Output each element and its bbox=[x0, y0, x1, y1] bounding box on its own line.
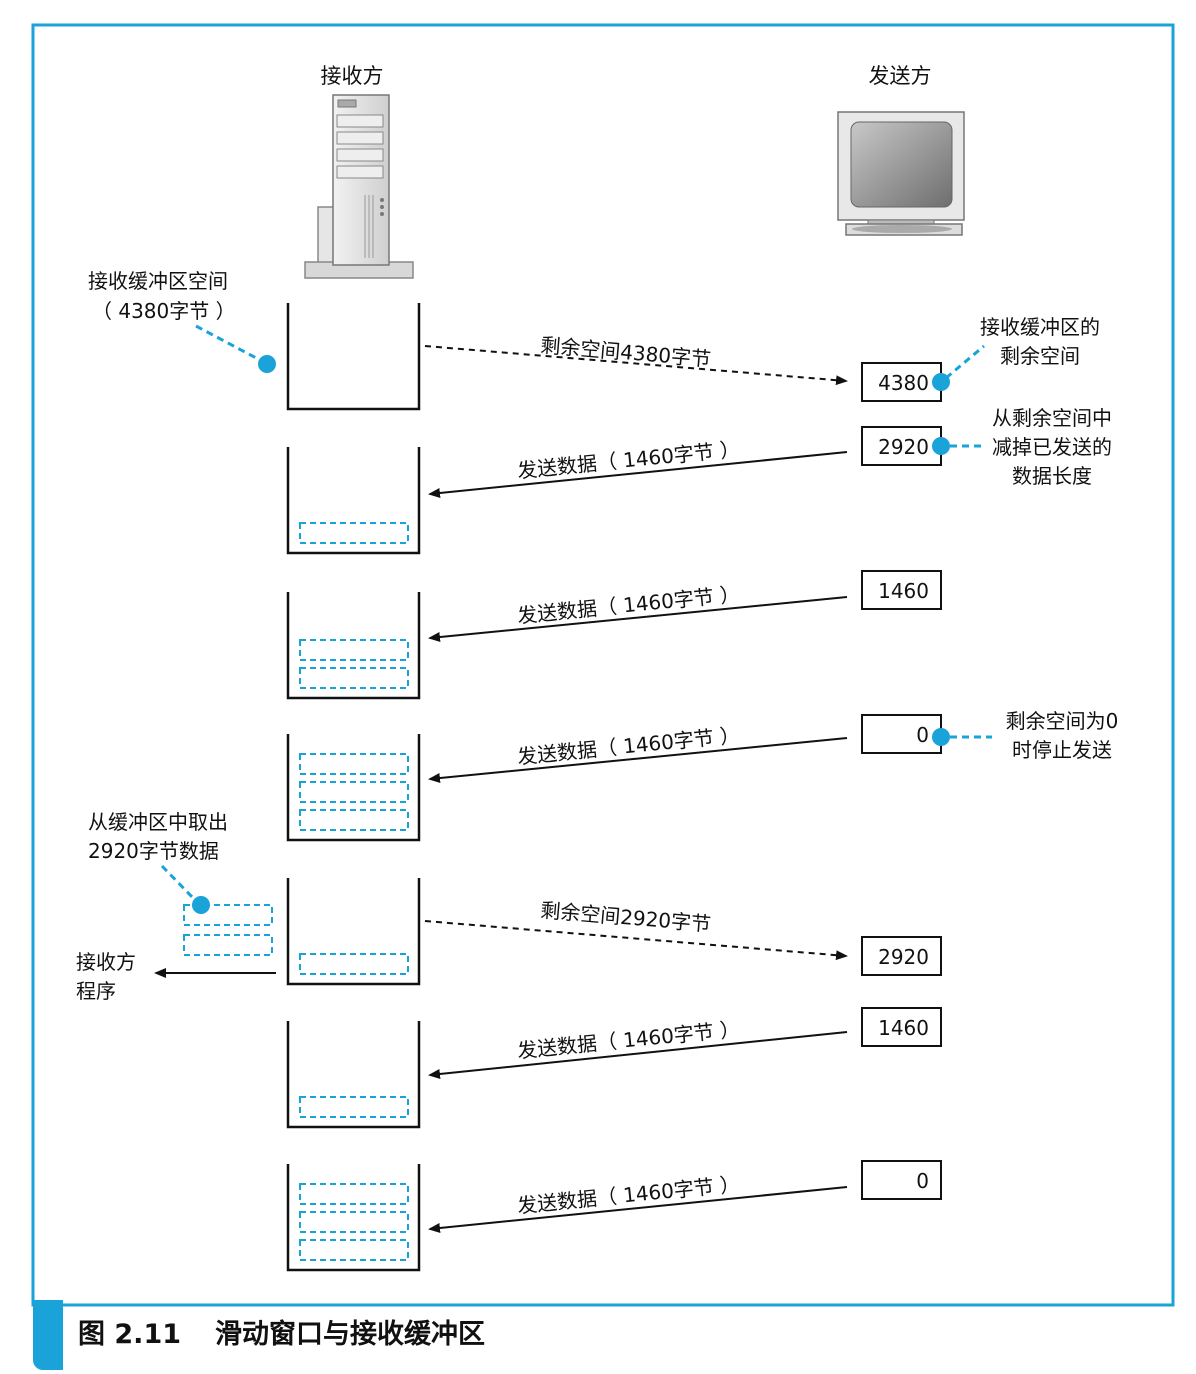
buffer-container bbox=[286, 1164, 421, 1272]
buffer-data-segment bbox=[299, 1096, 409, 1118]
buffer-container bbox=[286, 734, 421, 842]
buffer-container bbox=[286, 592, 421, 700]
receive-buffer-label-1: 接收缓冲区空间 bbox=[88, 269, 228, 293]
send-label: 发送数据（ 1460字节 ） bbox=[516, 582, 741, 628]
window-value-box bbox=[861, 714, 942, 754]
window-value-text: 0 bbox=[916, 723, 929, 747]
buffer-data-segment bbox=[299, 953, 409, 975]
send-label: 发送数据（ 1460字节 ） bbox=[516, 1017, 741, 1063]
crt-monitor-icon bbox=[837, 111, 965, 236]
send-arrow bbox=[428, 1186, 848, 1233]
buffer-data-segment bbox=[299, 522, 409, 544]
remaining-leader bbox=[945, 344, 985, 380]
window-value-text: 1460 bbox=[878, 579, 929, 603]
remaining-annotation-1: 接收缓冲区的 bbox=[980, 315, 1100, 339]
receiver-program-label-2: 程序 bbox=[76, 979, 116, 1003]
buffer-container bbox=[286, 447, 421, 555]
subtract-dot bbox=[932, 437, 950, 455]
figure-caption: 图 2.11 滑动窗口与接收缓冲区 bbox=[78, 1312, 485, 1351]
stop-annotation-1: 剩余空间为0 bbox=[1006, 709, 1119, 733]
window-value-box bbox=[861, 1007, 942, 1047]
remaining-4380-label: 剩余空间4380字节 bbox=[540, 333, 712, 371]
server-tower-icon bbox=[304, 94, 414, 279]
message-6: 发送数据（ 1460字节 ） bbox=[428, 1017, 848, 1079]
send-arrow bbox=[428, 451, 848, 498]
buffer-data-segment bbox=[299, 667, 409, 689]
window-value-box bbox=[861, 426, 942, 466]
figure-title: 滑动窗口与接收缓冲区 bbox=[215, 1319, 486, 1350]
subtract-annotation-1: 从剩余空间中 bbox=[992, 406, 1112, 430]
subtract-annotation-2: 减掉已发送的 bbox=[992, 435, 1112, 459]
message-5: 剩余空间2920字节 bbox=[424, 898, 848, 961]
stop-annotation-2: 时停止发送 bbox=[1012, 738, 1112, 762]
send-arrow bbox=[428, 596, 848, 642]
remaining-annotation-2: 剩余空间 bbox=[1000, 344, 1080, 368]
send-arrow bbox=[428, 737, 848, 783]
window-value-box bbox=[861, 936, 942, 976]
message-2: 发送数据（ 1460字节 ） bbox=[428, 437, 848, 498]
window-value-box bbox=[861, 570, 942, 610]
buffer-data-segment bbox=[299, 639, 409, 661]
window-value-text: 2920 bbox=[878, 435, 929, 459]
takeout-label-1: 从缓冲区中取出 bbox=[88, 810, 228, 834]
subtract-annotation-3: 数据长度 bbox=[1012, 464, 1092, 488]
receive-buffer-leader bbox=[195, 324, 261, 362]
buffer-container bbox=[286, 878, 421, 986]
taken-out-segment bbox=[183, 904, 273, 926]
receiver-program-label-1: 接收方 bbox=[76, 950, 136, 974]
window-value-text: 4380 bbox=[878, 371, 929, 395]
send-label: 发送数据（ 1460字节 ） bbox=[516, 437, 741, 483]
buffer-container bbox=[286, 303, 421, 411]
diagram-frame bbox=[31, 23, 1175, 1307]
sender-heading: 发送方 bbox=[869, 64, 932, 88]
receive-buffer-dot bbox=[258, 355, 276, 373]
remaining-dot bbox=[932, 373, 950, 391]
receiver-heading: 接收方 bbox=[321, 64, 384, 88]
takeout-dot bbox=[192, 896, 210, 914]
taken-out-segment bbox=[183, 934, 273, 956]
send-label: 发送数据（ 1460字节 ） bbox=[516, 723, 741, 769]
message-3: 发送数据（ 1460字节 ） bbox=[428, 582, 848, 642]
window-value-text: 1460 bbox=[878, 1016, 929, 1040]
window-value-box bbox=[861, 1160, 942, 1200]
buffer-data-segment bbox=[299, 1211, 409, 1233]
receive-buffers bbox=[286, 303, 421, 1272]
remaining-2920-label: 剩余空间2920字节 bbox=[540, 898, 712, 936]
buffer-data-segment bbox=[299, 809, 409, 831]
buffer-data-segment bbox=[299, 1239, 409, 1261]
window-value-text: 2920 bbox=[878, 945, 929, 969]
window-value-text: 0 bbox=[916, 1169, 929, 1193]
remaining-arrow bbox=[424, 345, 848, 386]
figure-number: 图 2.11 bbox=[78, 1319, 182, 1350]
send-arrow bbox=[428, 1031, 848, 1079]
buffer-data-segment bbox=[299, 753, 409, 775]
message-1: 剩余空间4380字节 bbox=[424, 333, 848, 386]
message-7: 发送数据（ 1460字节 ） bbox=[428, 1172, 848, 1233]
takeout-label-2: 2920字节数据 bbox=[88, 839, 219, 863]
remaining-arrow bbox=[424, 920, 848, 961]
caption-accent-bar bbox=[33, 1300, 63, 1370]
message-4: 发送数据（ 1460字节 ） bbox=[428, 723, 848, 783]
stop-dot bbox=[932, 728, 950, 746]
buffer-container bbox=[286, 1021, 421, 1129]
takeout-leader bbox=[160, 864, 197, 902]
buffer-data-segment bbox=[299, 1183, 409, 1205]
receive-buffer-label-2: （ 4380字节 ） bbox=[92, 299, 236, 323]
buffer-data-segment bbox=[299, 781, 409, 803]
sender-window-values: 4380 2920 1460 0 2920 1460 0 bbox=[861, 362, 942, 1200]
send-label: 发送数据（ 1460字节 ） bbox=[516, 1172, 741, 1218]
